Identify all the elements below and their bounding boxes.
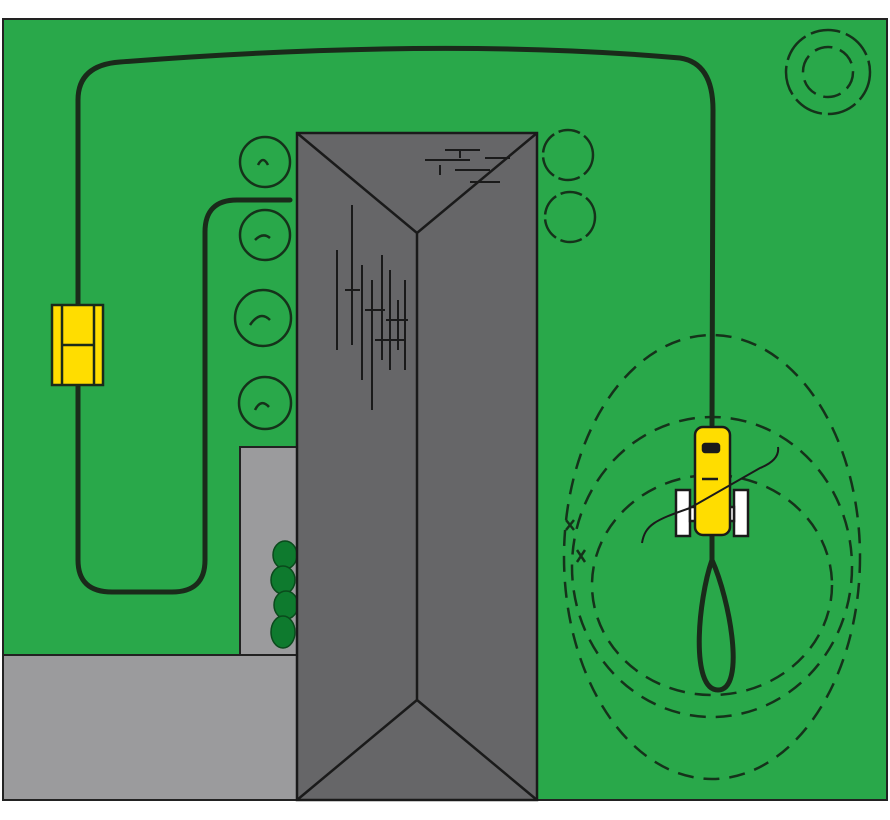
hedge [270,540,299,649]
robotic-mower [641,425,780,544]
tree [238,208,292,262]
trees [233,28,872,431]
boundary-wire [75,45,736,693]
tree [801,45,855,99]
tree [541,128,595,182]
tree [784,28,872,116]
tree [543,190,597,244]
charging-station [50,303,105,387]
tree [237,375,293,431]
tree [233,288,293,348]
house-roof [295,131,539,802]
tree [238,135,292,189]
driveway [2,654,298,801]
